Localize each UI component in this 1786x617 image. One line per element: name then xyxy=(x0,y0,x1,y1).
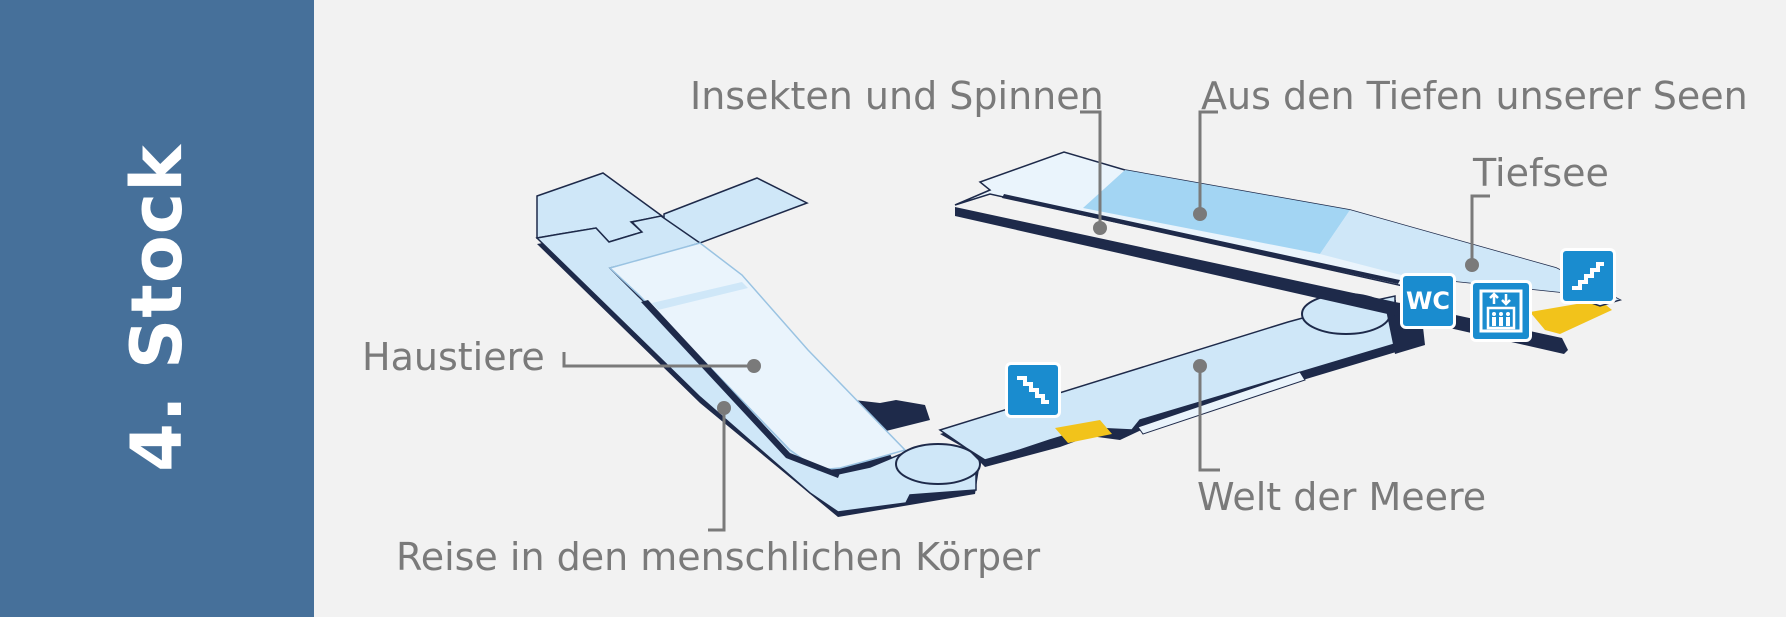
haustiere-divider xyxy=(652,282,748,310)
dot-haustiere xyxy=(747,359,761,373)
dot-meere xyxy=(1193,359,1207,373)
dot-seen xyxy=(1193,207,1207,221)
wc-label: WC xyxy=(1405,287,1451,315)
label-seen: Aus den Tiefen unserer Seen xyxy=(1201,74,1748,118)
stairs-right-yellow xyxy=(1530,300,1612,334)
label-tiefsee: Tiefsee xyxy=(1473,151,1609,195)
meere-corridor xyxy=(1137,371,1306,435)
leader-dots xyxy=(717,207,1479,415)
wc-icon: WC xyxy=(1400,273,1456,329)
floor-sidebar: 4. Stock xyxy=(0,0,314,617)
elevator-icon xyxy=(1479,289,1523,333)
leader-insekten xyxy=(1080,110,1102,228)
stairs-icon-left xyxy=(1005,362,1061,418)
stairs-icon xyxy=(1017,376,1049,404)
round-room-left xyxy=(895,443,981,485)
stairs-icon-right xyxy=(1560,248,1616,304)
label-meere: Welt der Meere xyxy=(1197,475,1487,519)
left-wing xyxy=(535,172,981,517)
dot-insekten xyxy=(1093,221,1107,235)
label-haustiere: Haustiere xyxy=(362,335,545,379)
stairs-icon xyxy=(1572,262,1604,290)
left-wing-channel xyxy=(641,300,840,478)
leader-tiefsee xyxy=(1470,194,1490,265)
elevator-icon xyxy=(1470,280,1532,342)
leader-koerper xyxy=(708,408,726,532)
tiefsee-area xyxy=(1320,210,1620,300)
leader-seen xyxy=(1198,110,1218,214)
label-insekten: Insekten und Spinnen xyxy=(690,74,1104,118)
label-koerper: Reise in den menschlichen Körper xyxy=(396,535,1041,579)
leader-haustiere xyxy=(562,352,754,368)
leader-lines xyxy=(562,110,1490,532)
meere-wing xyxy=(938,293,1612,467)
dot-koerper xyxy=(717,401,731,415)
stairs-left-yellow xyxy=(1055,420,1112,443)
dot-tiefsee xyxy=(1465,258,1479,272)
seen-area xyxy=(1083,170,1350,254)
leader-meere xyxy=(1198,366,1220,472)
